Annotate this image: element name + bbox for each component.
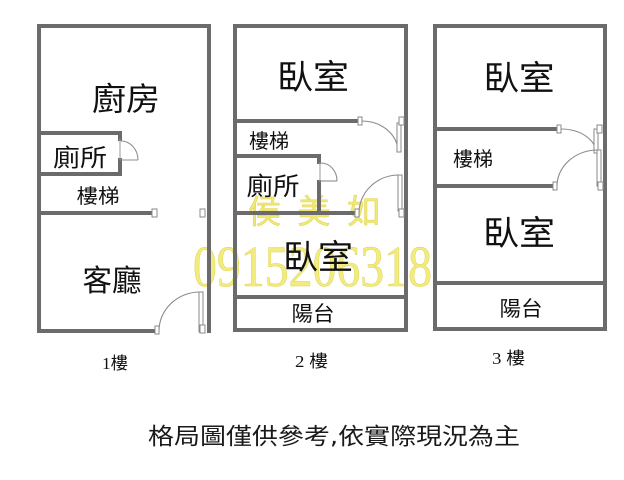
- door-jamb: [552, 181, 558, 191]
- floor-1-walls: [37, 24, 211, 333]
- door-swing-arc-icon: [158, 291, 201, 332]
- door-swing-arc-icon: [556, 149, 599, 187]
- room-label-stairs: 樓梯: [453, 147, 493, 171]
- room-label-kitchen: 廚房: [92, 80, 160, 118]
- door-jamb-hinge: [199, 324, 206, 334]
- room-label-toilet: 廁所: [53, 144, 107, 172]
- stair-opening-jamb-left: [151, 208, 158, 218]
- floor-2-plan: 臥室 樓梯 廁所 臥室 陽台 2 樓: [233, 24, 408, 371]
- door-jamb: [357, 116, 363, 126]
- room-label-balcony: 陽台: [500, 297, 543, 321]
- door-jamb-hinge: [398, 116, 405, 126]
- disclaimer-caption: 格局圖僅供參考,依實際現況為主: [148, 424, 520, 450]
- room-label-bedroom-front: 臥室: [484, 59, 555, 99]
- door-jamb-hinge: [398, 208, 405, 218]
- floor-3-walls: [433, 24, 607, 331]
- bedroom-front-door: [556, 124, 603, 154]
- door-jamb-hinge: [596, 124, 603, 134]
- bedroom-back-door: [354, 174, 405, 218]
- floor-2-label: 2 樓: [295, 352, 328, 371]
- room-label-bedroom-back: 臥室: [283, 238, 353, 278]
- door-jamb-hinge: [597, 181, 604, 191]
- door-leaf: [593, 128, 599, 154]
- toilet-door: [319, 162, 338, 182]
- room-label-stairs: 樓梯: [249, 129, 289, 153]
- door-swing-arc-icon: [361, 120, 399, 153]
- floor-1-plan: 廚房 廁所 樓梯 客廳 1樓: [37, 24, 211, 373]
- door-leaf: [396, 122, 402, 153]
- bedroom-front-door: [357, 116, 405, 153]
- entrance-door: [154, 291, 206, 335]
- door-leaf: [596, 149, 602, 187]
- door-jamb: [556, 124, 562, 134]
- door-jamb: [154, 325, 160, 335]
- floor-1-label: 1樓: [102, 354, 128, 373]
- door-swing-arc-icon: [560, 128, 597, 154]
- bedroom-back-door: [552, 149, 604, 191]
- room-label-bedroom-back: 臥室: [483, 214, 555, 254]
- toilet-door: [119, 139, 139, 161]
- door-swing-arc-icon: [358, 174, 400, 214]
- stair-opening-jamb-right: [199, 208, 206, 218]
- door-leaf: [397, 174, 403, 212]
- door-swing-arc-icon: [120, 140, 139, 161]
- floor-2-walls: [233, 24, 408, 332]
- door-swing-arc-icon: [320, 162, 338, 182]
- floor-3-plan: 臥室 樓梯 臥室 陽台 3 樓: [433, 24, 607, 368]
- room-label-living-room: 客廳: [83, 264, 142, 299]
- room-label-bedroom-front: 臥室: [277, 58, 349, 98]
- room-label-balcony: 陽台: [292, 302, 335, 326]
- watermark-phone-number: 0915206318: [193, 234, 432, 299]
- room-label-stairs: 樓梯: [77, 184, 120, 208]
- door-jamb: [354, 208, 360, 218]
- room-label-toilet: 廁所: [247, 172, 300, 201]
- floor-3-label: 3 樓: [492, 349, 525, 368]
